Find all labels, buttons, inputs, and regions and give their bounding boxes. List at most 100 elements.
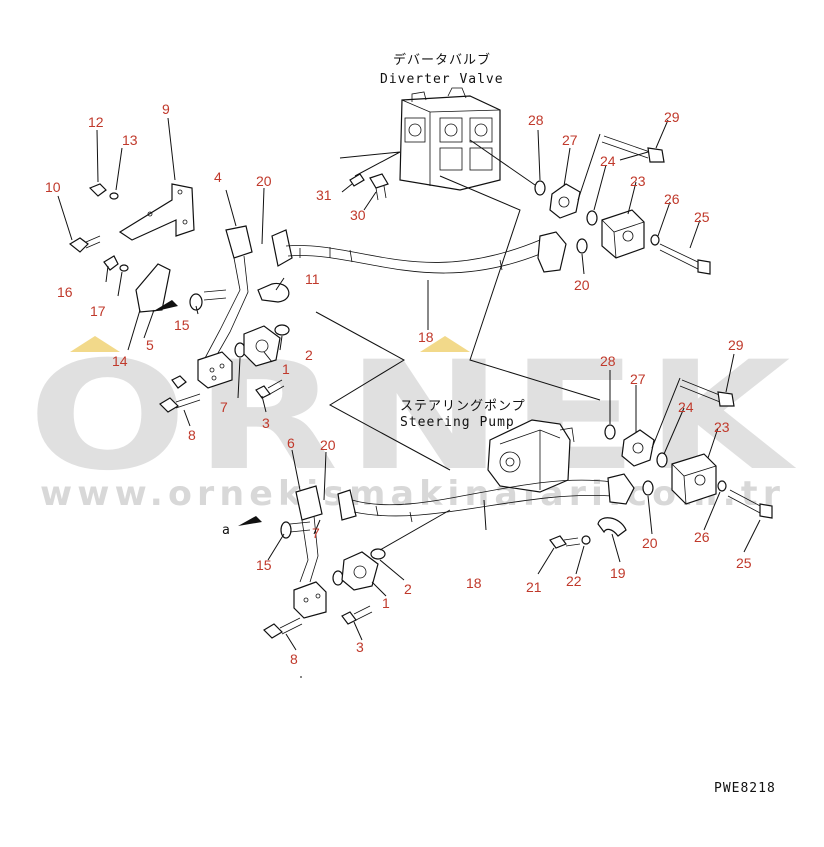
callout-16: 16	[57, 284, 73, 300]
diverter-valve-caption-jp: デバータバルブ	[393, 52, 491, 68]
callout-24-upper: 24	[600, 153, 616, 169]
part-8-bolt-lower	[263, 617, 303, 639]
part-1-flange-upper	[243, 325, 281, 367]
part-28-oring-lower	[604, 424, 616, 440]
part-2-oring-lower	[370, 548, 386, 560]
part-30-bolt	[369, 173, 389, 201]
callout-18-lower: 18	[466, 575, 482, 591]
part-19-clamp	[597, 517, 627, 537]
part-29-bolt-lower	[679, 379, 735, 407]
upper-hose	[271, 229, 567, 274]
part-7-oring-lower	[332, 570, 344, 586]
part-27-flange-lower	[621, 429, 655, 467]
part-22-washer	[581, 535, 591, 545]
callout-9: 9	[162, 101, 170, 117]
diverter-valve-caption-en: Diverter Valve	[380, 72, 504, 87]
callout-6: 6	[287, 435, 295, 451]
callout-31: 31	[316, 187, 332, 203]
callout-21: 21	[526, 579, 542, 595]
arrow-a-lower-label: a	[222, 523, 231, 538]
part-24-oring-lower	[656, 452, 668, 468]
part-26-washer-upper	[650, 234, 660, 246]
callout-4: 4	[214, 169, 222, 185]
callout-13: 13	[122, 132, 138, 148]
drawing-code: PWE8218	[714, 781, 776, 796]
part-8-bolt-upper	[159, 375, 201, 413]
callout-23-lower: 23	[714, 419, 730, 435]
part-11-clamp	[257, 282, 290, 303]
callout-20-upper-left: 20	[256, 173, 272, 189]
callout-3-lower: 3	[356, 639, 364, 655]
callout-19: 19	[610, 565, 626, 581]
callout-25-lower: 25	[736, 555, 752, 571]
callout-25-upper: 25	[694, 209, 710, 225]
callout-20-lower-left: 20	[320, 437, 336, 453]
part-26-washer-lower	[717, 480, 727, 492]
callout-5: 5	[146, 337, 154, 353]
callout-27-lower: 27	[630, 371, 646, 387]
callout-28-upper: 28	[528, 112, 544, 128]
part-5-flange-block-lower	[293, 581, 327, 619]
part-27-flange-upper	[549, 183, 581, 219]
part-5-flange-block	[197, 351, 233, 389]
callout-26-upper: 26	[664, 191, 680, 207]
callout-7-upper: 7	[220, 399, 228, 415]
callout-2-lower: 2	[404, 581, 412, 597]
part-23-block-upper	[601, 209, 645, 259]
callout-27-upper: 27	[562, 132, 578, 148]
part-31-plug	[349, 173, 365, 187]
part-3-bolt-upper	[255, 379, 285, 399]
arrow-a-lower	[238, 516, 262, 526]
callout-11: 11	[305, 271, 320, 287]
part-23-block-lower	[671, 453, 717, 505]
part-20-oring-upper-right	[576, 238, 588, 254]
steering-pump-caption-jp: ステアリングポンプ	[400, 399, 526, 414]
callout-23-upper: 23	[630, 173, 646, 189]
callout-7-lower: 7	[312, 525, 320, 541]
part-17-washer	[119, 264, 129, 272]
callout-29-upper: 29	[664, 109, 680, 125]
part-13-washer	[109, 192, 119, 200]
callout-17: 17	[90, 303, 106, 319]
part-14-plate	[135, 263, 171, 313]
part-4-block	[203, 225, 253, 361]
callout-20-lower-right: 20	[642, 535, 658, 551]
callout-1-upper: 1	[282, 361, 290, 377]
callout-30: 30	[350, 207, 366, 223]
callout-15-upper: 15	[174, 317, 190, 333]
part-15-clamp-upper	[189, 289, 227, 311]
lower-hose	[337, 473, 635, 523]
part-16-nut	[103, 255, 119, 271]
part-24-oring-upper	[586, 210, 598, 226]
callout-29-lower: 29	[728, 337, 744, 353]
callout-12: 12	[88, 114, 104, 130]
part-20-oring-lower-right	[642, 480, 654, 496]
part-6-block	[295, 485, 323, 583]
part-12-nut	[88, 183, 107, 197]
steering-pump-caption-en: Steering Pump	[400, 415, 515, 430]
steering-pump	[487, 419, 575, 493]
callout-2-upper: 2	[305, 347, 313, 363]
part-25-bolt-lower	[727, 489, 773, 519]
part-9-bracket	[118, 183, 195, 241]
part-15-clamp-lower	[280, 521, 311, 539]
part-28-oring-upper	[534, 180, 546, 196]
callout-10: 10	[45, 179, 61, 195]
callout-8-lower: 8	[290, 651, 298, 667]
part-3-bolt-lower	[341, 605, 373, 625]
callout-22: 22	[566, 573, 582, 589]
part-29-bolt-upper	[601, 135, 665, 163]
callout-14: 14	[112, 353, 128, 369]
part-25-bolt-upper	[659, 243, 711, 275]
part-1-flange-lower	[341, 551, 379, 591]
part-10-bolt	[68, 235, 101, 253]
part-2-oring-upper	[274, 324, 290, 336]
callout-24-lower: 24	[678, 399, 694, 415]
callout-18-upper: 18	[418, 329, 434, 345]
callout-26-lower: 26	[694, 529, 710, 545]
arrow-a-upper	[152, 300, 178, 312]
diverter-valve	[399, 87, 501, 191]
callout-3-upper: 3	[262, 415, 270, 431]
